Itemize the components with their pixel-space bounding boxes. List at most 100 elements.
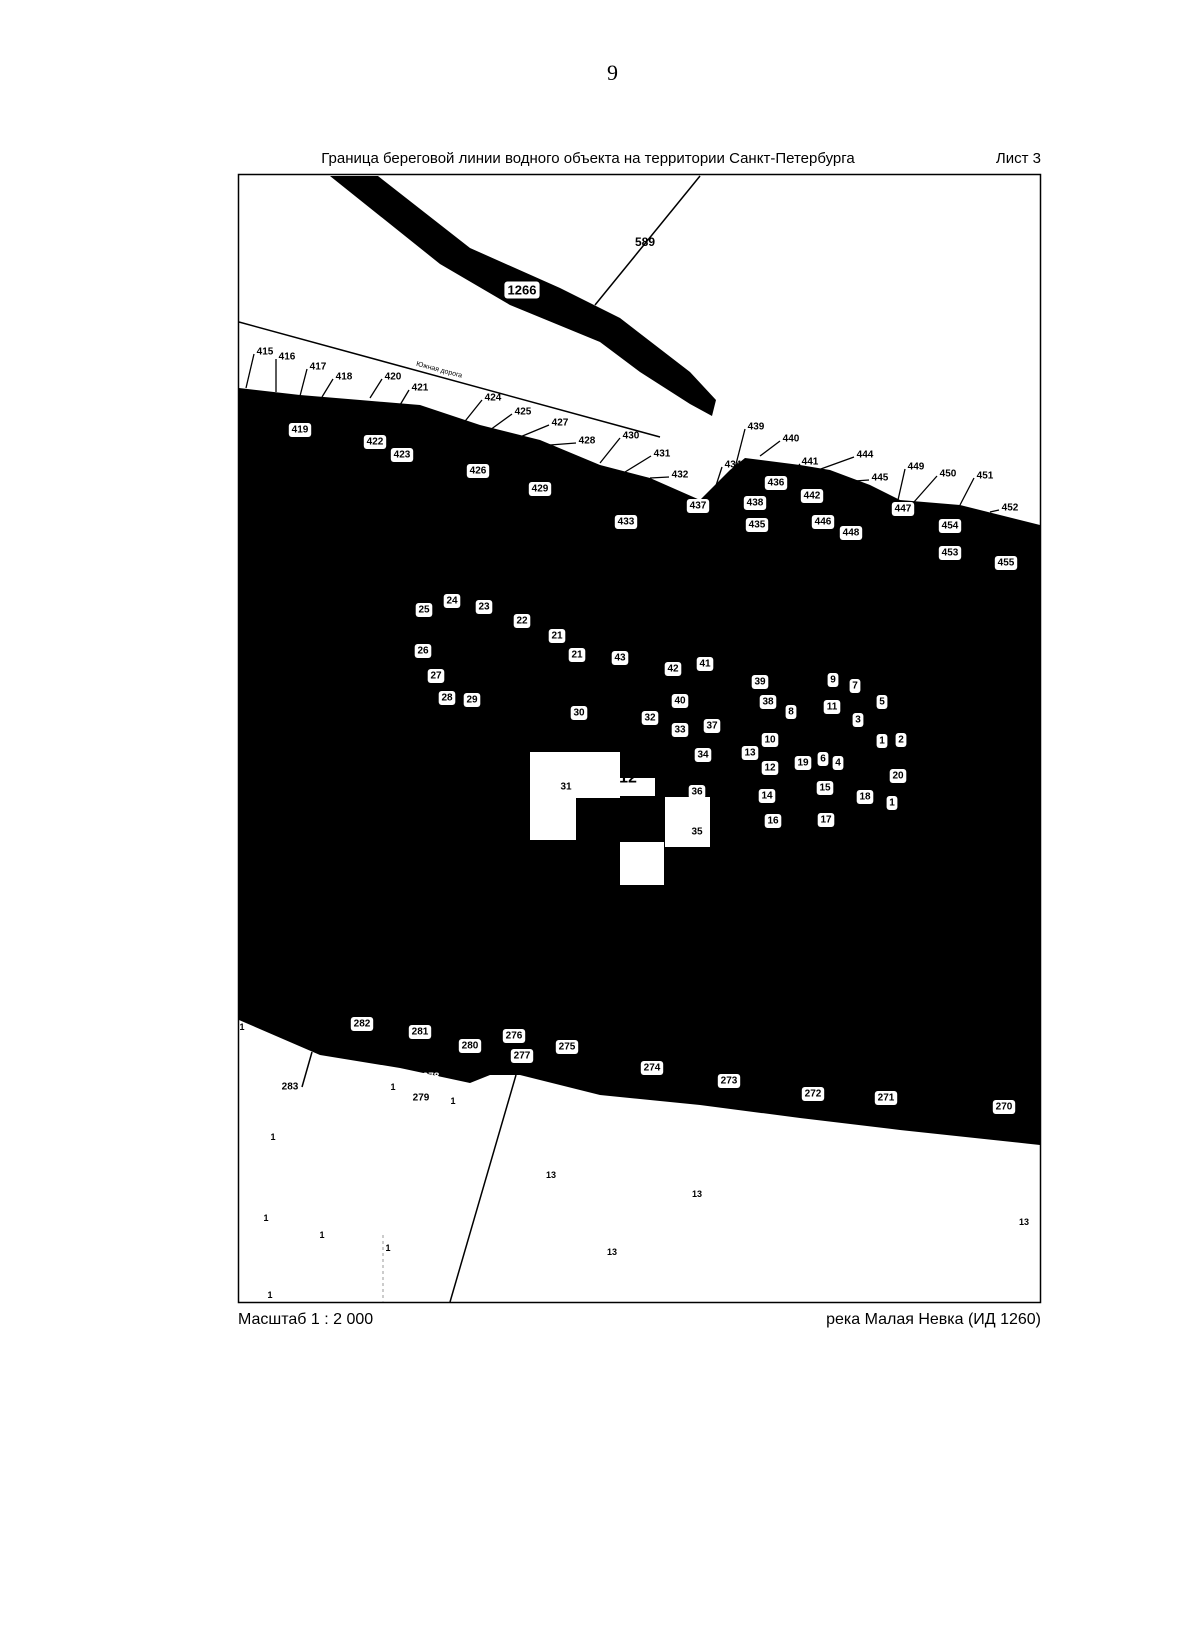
label-box — [758, 789, 776, 803]
label-box — [502, 1029, 526, 1043]
leader-line — [734, 428, 746, 469]
island-patches — [530, 752, 710, 885]
leader-line — [399, 389, 410, 406]
label-box — [761, 733, 779, 747]
label-box — [458, 1039, 482, 1053]
leader-line — [519, 424, 550, 438]
point-label-43: 43 — [614, 653, 626, 664]
leader-line — [624, 455, 652, 473]
label-box — [761, 761, 779, 775]
label-box — [889, 769, 907, 783]
leader-line — [839, 479, 870, 483]
point-label-37: 37 — [706, 721, 718, 732]
map-scale: Масштаб 1 : 2 000 — [238, 1311, 374, 1328]
point-label-7: 7 — [852, 681, 858, 692]
label-box — [811, 515, 835, 529]
point-label-415: 415 — [257, 347, 274, 358]
point-label-35: 35 — [691, 827, 703, 838]
label-box — [800, 489, 824, 503]
point-label-9: 9 — [830, 675, 836, 686]
point-label-21: 21 — [551, 631, 563, 642]
point-label-34: 34 — [697, 750, 709, 761]
point-label-447: 447 — [895, 504, 912, 515]
road-line — [238, 321, 661, 438]
point-label-448: 448 — [843, 528, 860, 539]
point-label-417: 417 — [310, 362, 327, 373]
label-box — [891, 502, 915, 516]
label-box — [438, 691, 456, 705]
point-label-437: 437 — [690, 501, 707, 512]
point-label-29: 29 — [466, 695, 478, 706]
point-label-10: 10 — [764, 735, 776, 746]
leader-line — [321, 378, 334, 398]
point-label-432: 432 — [672, 470, 689, 481]
label-box — [475, 600, 493, 614]
label-box — [827, 673, 839, 687]
point-label-283: 283 — [282, 1082, 299, 1093]
point-label-32: 32 — [644, 713, 656, 724]
label-box — [832, 756, 844, 770]
point-label-24: 24 — [446, 596, 458, 607]
label-box — [570, 706, 588, 720]
point-label-4: 4 — [835, 758, 841, 769]
leader-line — [711, 466, 723, 499]
leader-line — [817, 456, 855, 471]
label-box — [528, 482, 552, 496]
point-label-40: 40 — [674, 696, 686, 707]
point-label-41: 41 — [699, 659, 711, 670]
label-box — [938, 519, 962, 533]
label-box — [745, 518, 769, 532]
label-box — [895, 733, 907, 747]
leader-line — [461, 399, 483, 426]
point-label-17: 17 — [820, 815, 832, 826]
leader-line — [913, 475, 938, 503]
label-box — [717, 1074, 741, 1088]
point-label-439: 439 — [748, 422, 765, 433]
point-label-450: 450 — [940, 469, 957, 480]
label-box — [415, 603, 433, 617]
point-label-13: 13 — [744, 748, 756, 759]
point-label-8: 8 — [788, 707, 794, 718]
point-label-430: 430 — [623, 431, 640, 442]
label-box — [764, 476, 788, 490]
point-label-436: 436 — [768, 478, 785, 489]
parcel-label-1: 1 — [239, 1022, 244, 1032]
label-box — [688, 785, 706, 799]
label-box — [992, 1100, 1016, 1114]
point-label-426: 426 — [470, 466, 487, 477]
label-box — [839, 526, 863, 540]
label-box — [856, 790, 874, 804]
parcel-label-1: 1 — [267, 1290, 272, 1300]
label-box — [688, 825, 706, 839]
point-label-444: 444 — [857, 450, 874, 461]
point-label-428: 428 — [579, 436, 596, 447]
label-box — [817, 813, 835, 827]
point-label-15: 15 — [819, 783, 831, 794]
label-box — [849, 679, 861, 693]
parcel-label-13: 13 — [607, 1247, 617, 1257]
point-label-420: 420 — [385, 372, 402, 383]
leader-line — [649, 476, 670, 479]
label-box — [466, 464, 490, 478]
sheet-number: Лист 3 — [995, 150, 1041, 167]
point-label-33: 33 — [674, 725, 686, 736]
label-box — [504, 281, 540, 299]
boundary-label-589: 589 — [635, 235, 655, 249]
point-label-438: 438 — [747, 498, 764, 509]
parcel-label-13: 13 — [1019, 1217, 1029, 1227]
point-label-441: 441 — [802, 457, 819, 468]
leader-line — [599, 437, 621, 464]
point-label-16: 16 — [767, 816, 779, 827]
leader-line — [798, 463, 801, 466]
point-label-26: 26 — [417, 646, 429, 657]
point-label-422: 422 — [367, 437, 384, 448]
point-label-275: 275 — [559, 1042, 576, 1053]
point-label-434: 434 — [725, 460, 742, 471]
label-box — [816, 781, 834, 795]
label-box — [817, 752, 829, 766]
parcel-label-13: 13 — [546, 1170, 556, 1180]
leader-line — [299, 368, 308, 397]
point-label-274: 274 — [644, 1063, 661, 1074]
label-box — [876, 695, 888, 709]
